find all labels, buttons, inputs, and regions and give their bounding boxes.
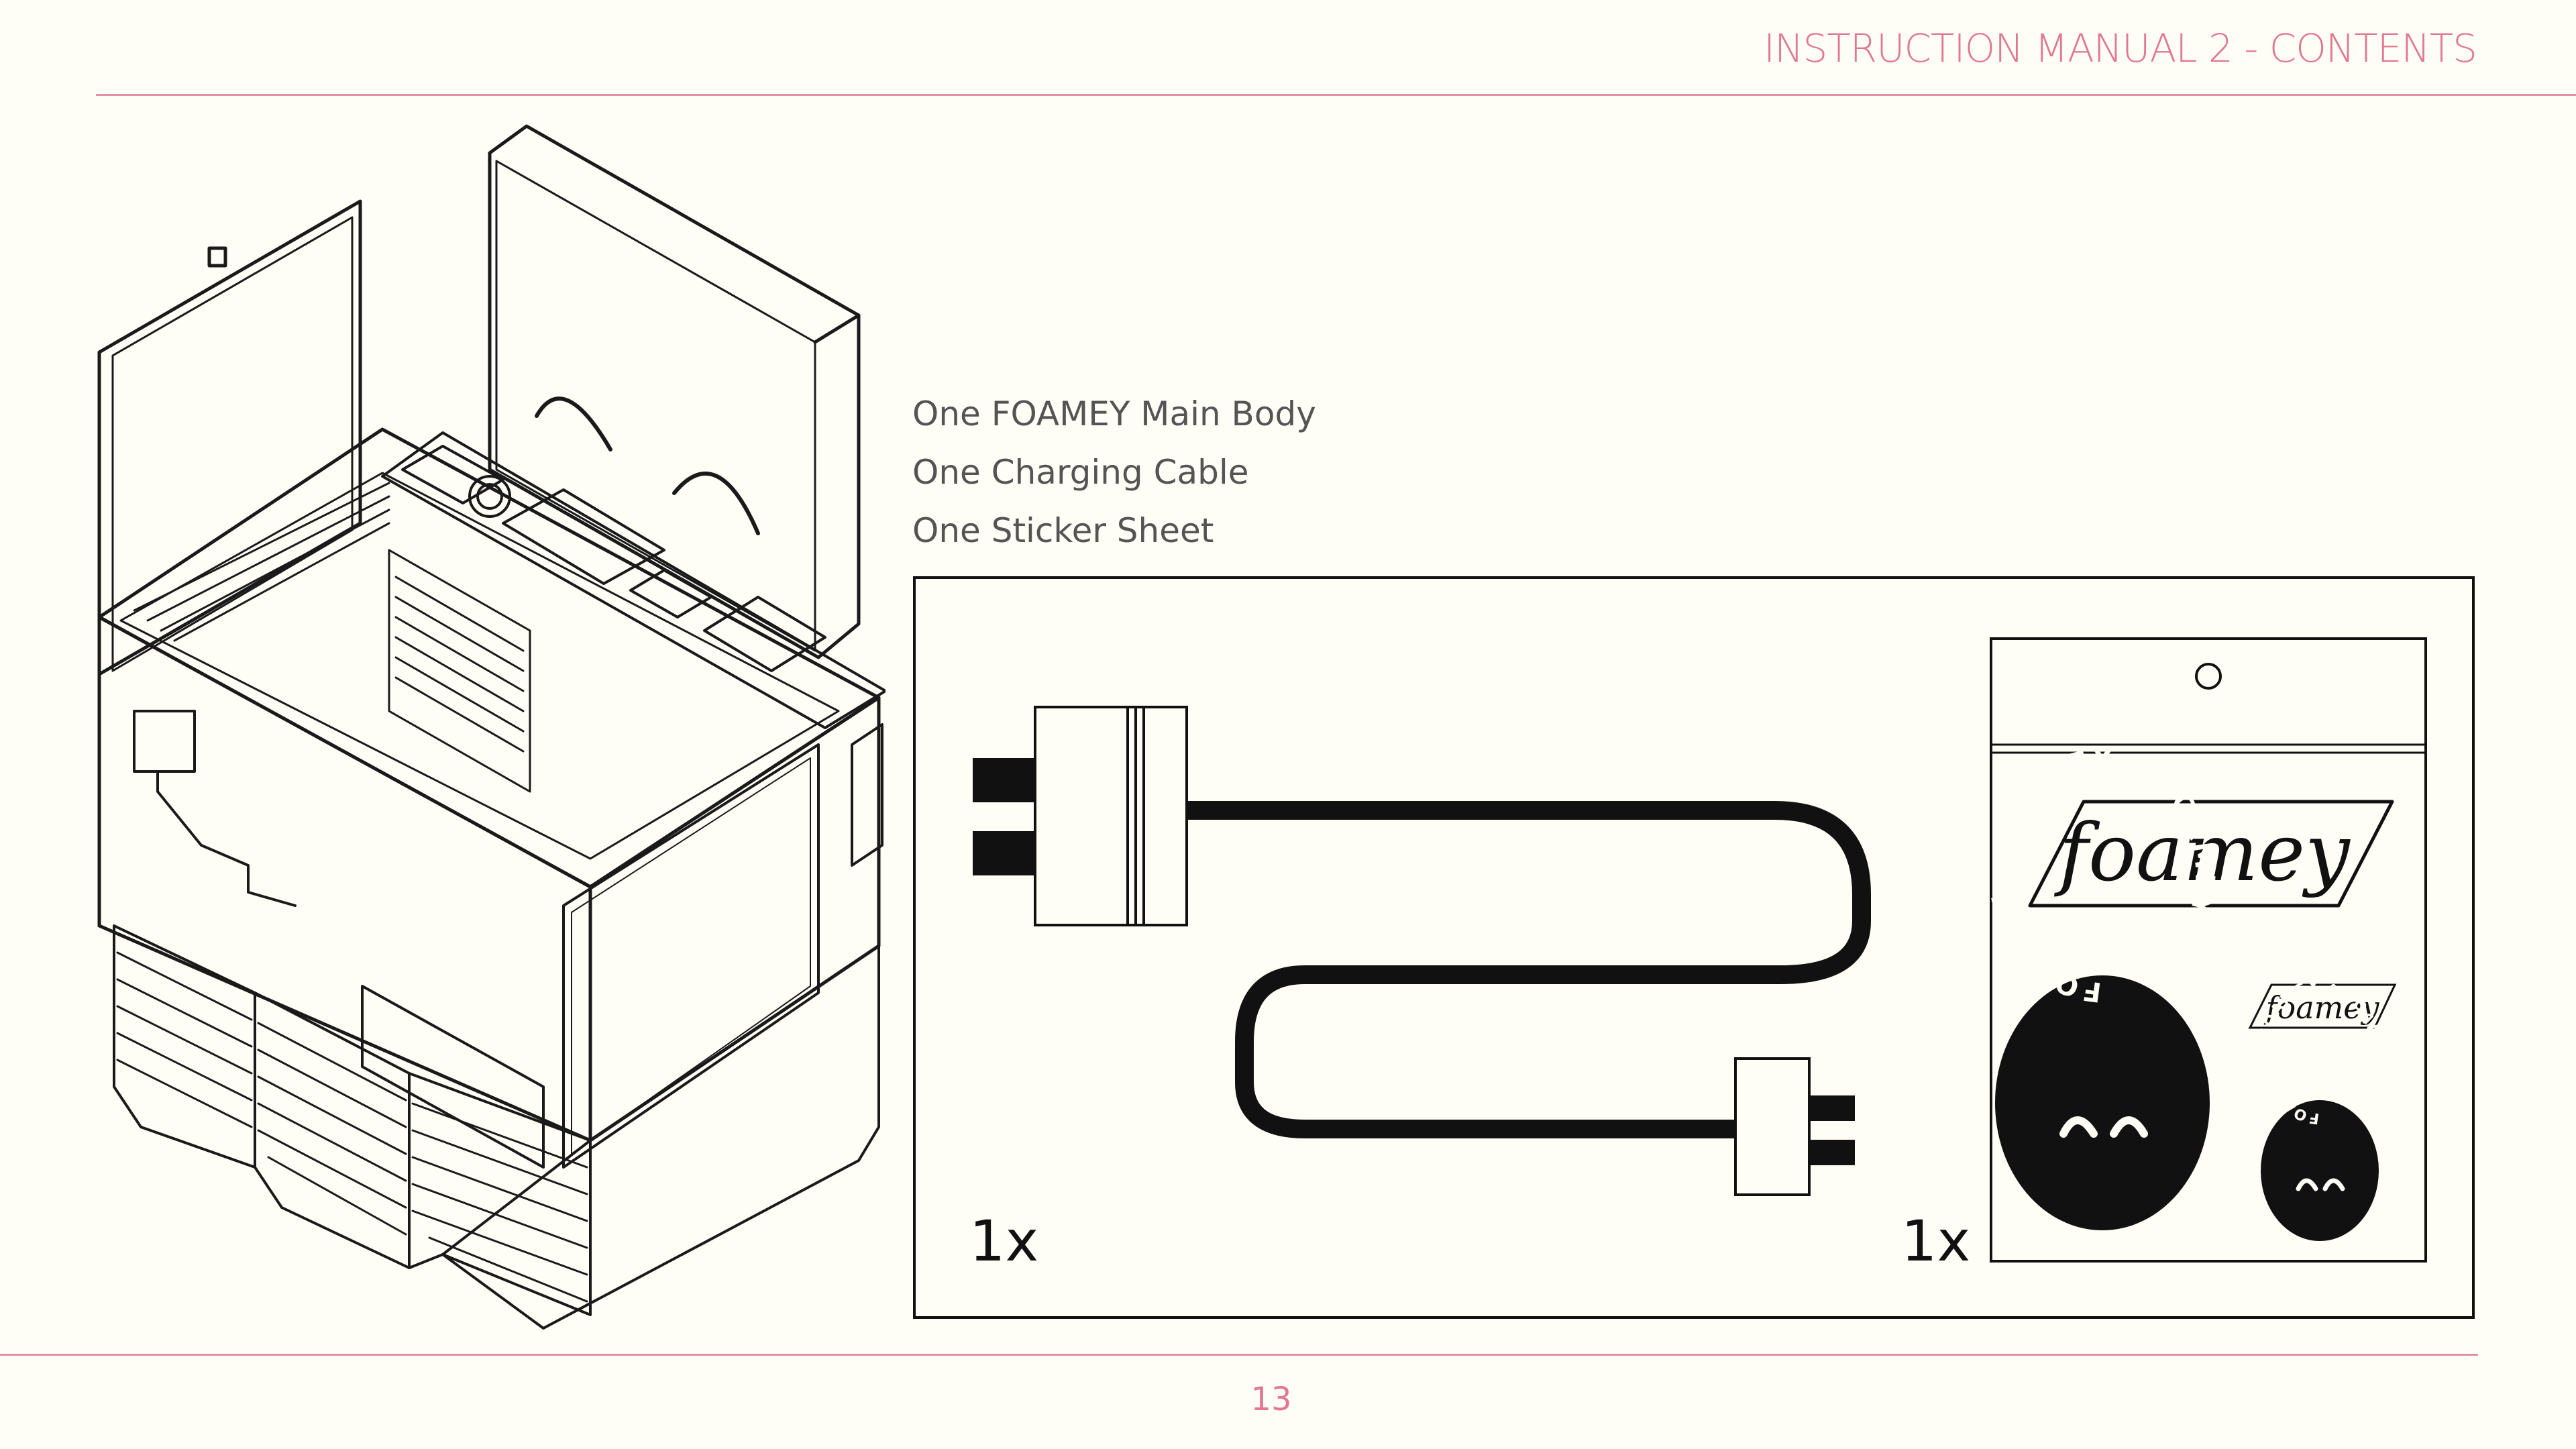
badge-sticker xyxy=(1995,975,2210,1230)
cable-cord xyxy=(1187,801,1871,1138)
cable-plug-left xyxy=(1034,706,1188,926)
small-badge-sticker xyxy=(2261,1100,2379,1241)
cable-plug-right xyxy=(1734,1057,1811,1196)
header-divider xyxy=(96,94,2576,96)
contents-item-charging-cable: One Charging Cable xyxy=(912,453,1249,492)
cable-quantity: 1x xyxy=(969,1208,1039,1274)
page-header-title: INSTRUCTION MANUAL 2 - CONTENTS xyxy=(1764,25,2477,71)
hang-hole xyxy=(2195,663,2222,690)
logo-sticker xyxy=(2028,800,2394,908)
accessories-box: 1x 1x foamey foamey FOAMEY • FOAMEY • FO… xyxy=(913,576,2475,1319)
cable-plug-left-prongs xyxy=(973,758,1037,875)
cooler-body xyxy=(97,615,883,1169)
cooler-base xyxy=(113,924,880,1330)
page-number: 13 xyxy=(1250,1381,1292,1418)
left-lid xyxy=(97,199,362,676)
cable-plug-right-prongs xyxy=(1808,1095,1855,1165)
interior-vent xyxy=(133,482,531,793)
contents-item-sticker-sheet: One Sticker Sheet xyxy=(912,511,1214,550)
sticker-quantity: 1x xyxy=(1901,1208,1971,1274)
foamey-main-body-illustration xyxy=(97,124,885,1330)
small-logo-sticker xyxy=(2248,983,2397,1029)
contents-list: One FOAMEY Main Body One Charging Cable … xyxy=(912,385,1316,560)
right-lid xyxy=(488,124,861,659)
charging-cable-illustration xyxy=(973,706,1871,1196)
sticker-sheet-illustration: foamey foamey FOAMEY • FOAMEY • FOAMEY •… xyxy=(1990,637,2427,1263)
logo-sticker-text: foamey xyxy=(2053,806,2351,899)
control-panel xyxy=(381,431,885,729)
cooler-rim xyxy=(97,427,881,889)
small-logo-sticker-text: foamey xyxy=(2264,989,2380,1026)
footer-divider xyxy=(0,1354,2478,1356)
contents-item-main-body: One FOAMEY Main Body xyxy=(912,394,1316,433)
